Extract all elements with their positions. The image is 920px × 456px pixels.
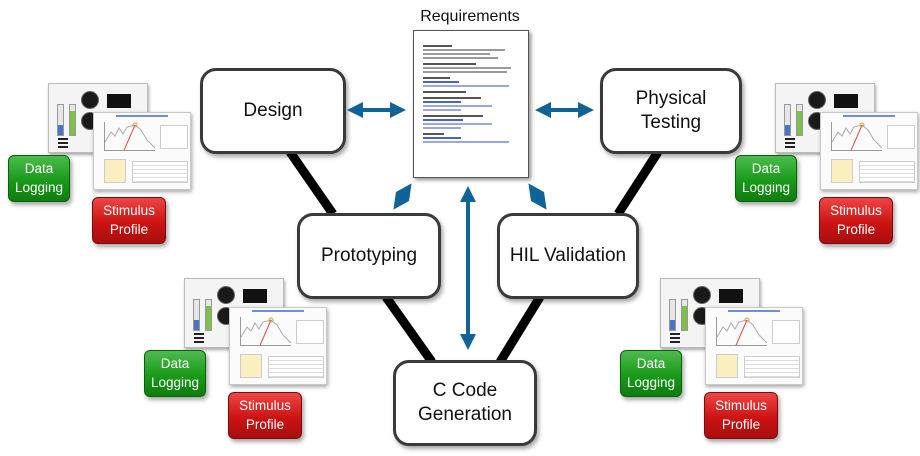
node-design[interactable]: Design bbox=[200, 68, 346, 154]
gauge-icon bbox=[808, 91, 826, 109]
mini-plot bbox=[831, 159, 853, 183]
analysis-screenshot bbox=[93, 112, 191, 190]
display-panel bbox=[719, 289, 743, 303]
display-panel bbox=[834, 94, 858, 108]
gauge-icon bbox=[81, 91, 99, 109]
arrow-hil-requirements bbox=[528, 183, 547, 210]
node-hil-validation-label: HIL Validation bbox=[509, 244, 627, 266]
level-bar bbox=[669, 299, 676, 331]
data-logging-button[interactable]: Data Logging bbox=[144, 350, 206, 397]
mini-legend bbox=[772, 320, 800, 344]
connector-hil-ccode bbox=[496, 294, 544, 365]
mini-plot bbox=[104, 159, 126, 183]
data-logging-button[interactable]: Data Logging bbox=[620, 350, 682, 397]
level-bar bbox=[796, 104, 803, 136]
mini-table bbox=[268, 356, 324, 378]
analysis-screenshot bbox=[229, 307, 327, 385]
analysis-screenshot bbox=[820, 112, 918, 190]
node-prototyping-label: Prototyping bbox=[320, 244, 418, 266]
stimulus-profile-button[interactable]: Stimulus Profile bbox=[228, 392, 302, 439]
mini-table bbox=[132, 161, 188, 183]
gauge-icon bbox=[217, 286, 235, 304]
analysis-screenshot bbox=[705, 307, 803, 385]
connector-design-prototyping bbox=[286, 149, 337, 217]
mini-table bbox=[744, 356, 800, 378]
mini-chart-icon bbox=[104, 122, 155, 151]
mini-legend bbox=[887, 125, 915, 149]
arrow-prototyping-requirements bbox=[393, 183, 412, 210]
tool-cluster-physical-testing: Data Logging Stimulus Profile bbox=[727, 70, 920, 250]
mini-legend bbox=[160, 125, 188, 149]
connector-prototyping-ccode bbox=[382, 294, 436, 365]
level-bar bbox=[205, 299, 212, 331]
node-prototyping[interactable]: Prototyping bbox=[297, 213, 441, 299]
connector-physical-hil bbox=[614, 149, 662, 217]
mini-chart-icon bbox=[831, 122, 882, 151]
node-c-code-generation-label: C Code Generation bbox=[417, 379, 512, 425]
data-logging-button[interactable]: Data Logging bbox=[735, 155, 797, 202]
stimulus-profile-button[interactable]: Stimulus Profile bbox=[704, 392, 778, 439]
level-bar bbox=[681, 299, 688, 331]
level-bar bbox=[57, 104, 64, 136]
document-icon bbox=[423, 45, 519, 143]
display-panel bbox=[243, 289, 267, 303]
requirements-document[interactable] bbox=[413, 30, 529, 178]
requirements-label: Requirements bbox=[420, 8, 520, 25]
display-panel bbox=[107, 94, 131, 108]
level-bar bbox=[193, 299, 200, 331]
tool-cluster-hil-validation: Data Logging Stimulus Profile bbox=[612, 265, 812, 445]
node-physical-testing[interactable]: Physical Testing bbox=[600, 68, 742, 154]
stimulus-profile-button[interactable]: Stimulus Profile bbox=[819, 197, 893, 244]
data-logging-button[interactable]: Data Logging bbox=[8, 155, 70, 202]
level-bar bbox=[784, 104, 791, 136]
level-bar bbox=[69, 104, 76, 136]
node-design-label: Design bbox=[243, 99, 303, 121]
mini-table bbox=[859, 161, 915, 183]
stimulus-profile-button[interactable]: Stimulus Profile bbox=[92, 197, 166, 244]
node-hil-validation[interactable]: HIL Validation bbox=[497, 213, 639, 299]
mini-chart-icon bbox=[240, 317, 291, 346]
node-c-code-generation[interactable]: C Code Generation bbox=[393, 360, 537, 446]
mini-legend bbox=[296, 320, 324, 344]
gauge-icon bbox=[693, 286, 711, 304]
mini-chart-icon bbox=[716, 317, 767, 346]
mini-plot bbox=[240, 354, 262, 378]
node-physical-testing-label: Physical Testing bbox=[635, 87, 707, 133]
tool-cluster-prototyping: Data Logging Stimulus Profile bbox=[136, 265, 336, 445]
mini-plot bbox=[716, 354, 738, 378]
tool-cluster-design: Data Logging Stimulus Profile bbox=[0, 70, 200, 250]
